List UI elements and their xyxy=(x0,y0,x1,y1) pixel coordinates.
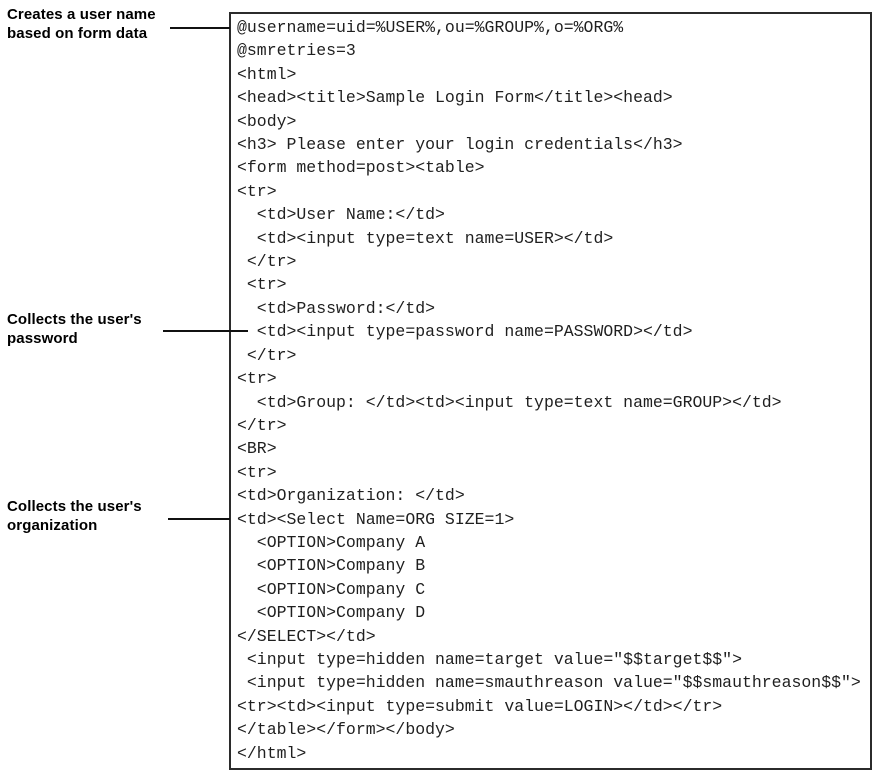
code-line: <td><input type=text name=USER></td> xyxy=(237,228,614,248)
code-line: </tr> xyxy=(237,345,297,365)
callout-organization: Collects the user's organization xyxy=(7,497,142,535)
callout-username: Creates a user name based on form data xyxy=(7,5,156,43)
callout-username-text-line2: based on form data xyxy=(7,25,148,42)
code-line: </tr> xyxy=(237,252,297,272)
code-line: <tr> xyxy=(237,275,287,295)
code-line: @username=uid=%USER%,ou=%GROUP%,o=%ORG% xyxy=(237,18,624,37)
callout-password-text-line1: Collects the user's xyxy=(7,311,142,328)
code-line: <OPTION>Company C xyxy=(237,579,426,599)
code-line: <OPTION>Company B xyxy=(237,556,426,576)
code-line: <td>User Name:</td> xyxy=(237,205,445,225)
code-line: <input type=hidden name=target value="$$… xyxy=(237,649,742,669)
code-line: <td>Organization: </td> xyxy=(237,486,465,506)
code-line: </tr> xyxy=(237,415,287,435)
code-line: <tr> xyxy=(237,462,277,482)
code-line: <td>Password:</td> xyxy=(237,298,436,318)
callout-organization-text-line1: Collects the user's xyxy=(7,498,142,515)
code-line: <td><Select Name=ORG SIZE=1> xyxy=(237,509,515,529)
code-line: </html> xyxy=(237,743,307,763)
code-line: <h3> Please enter your login credentials… xyxy=(237,135,683,155)
callout-connector-password xyxy=(163,330,248,332)
code-line: <BR> xyxy=(237,439,277,459)
code-line: <tr> xyxy=(237,181,277,201)
code-line: <tr><td><input type=submit value=LOGIN><… xyxy=(237,696,723,716)
code-line: <OPTION>Company A xyxy=(237,532,426,552)
callout-connector-username xyxy=(170,27,230,29)
code-line: </SELECT></td> xyxy=(237,626,376,646)
code-line: <form method=post><table> xyxy=(237,158,485,178)
code-line: <OPTION>Company D xyxy=(237,603,426,623)
code-line: <td>Group: </td><td><input type=text nam… xyxy=(237,392,782,412)
code-line: <tr> xyxy=(237,369,277,389)
code-line: <html> xyxy=(237,64,297,84)
code-line: <input type=hidden name=smauthreason val… xyxy=(237,673,861,693)
code-box: @username=uid=%USER%,ou=%GROUP%,o=%ORG% … xyxy=(229,12,872,770)
code-line: </table></form></body> xyxy=(237,720,455,740)
callout-password: Collects the user's password xyxy=(7,310,142,348)
callout-organization-text-line2: organization xyxy=(7,517,98,534)
callout-password-text-line2: password xyxy=(7,330,78,347)
code-line: <body> xyxy=(237,111,297,131)
code-line: <head><title>Sample Login Form</title><h… xyxy=(237,88,673,108)
code-line: @smretries=3 xyxy=(237,41,356,61)
callout-connector-organization xyxy=(168,518,230,520)
code-line: <td><input type=password name=PASSWORD><… xyxy=(237,322,693,342)
callout-username-text-line1: Creates a user name xyxy=(7,6,156,23)
